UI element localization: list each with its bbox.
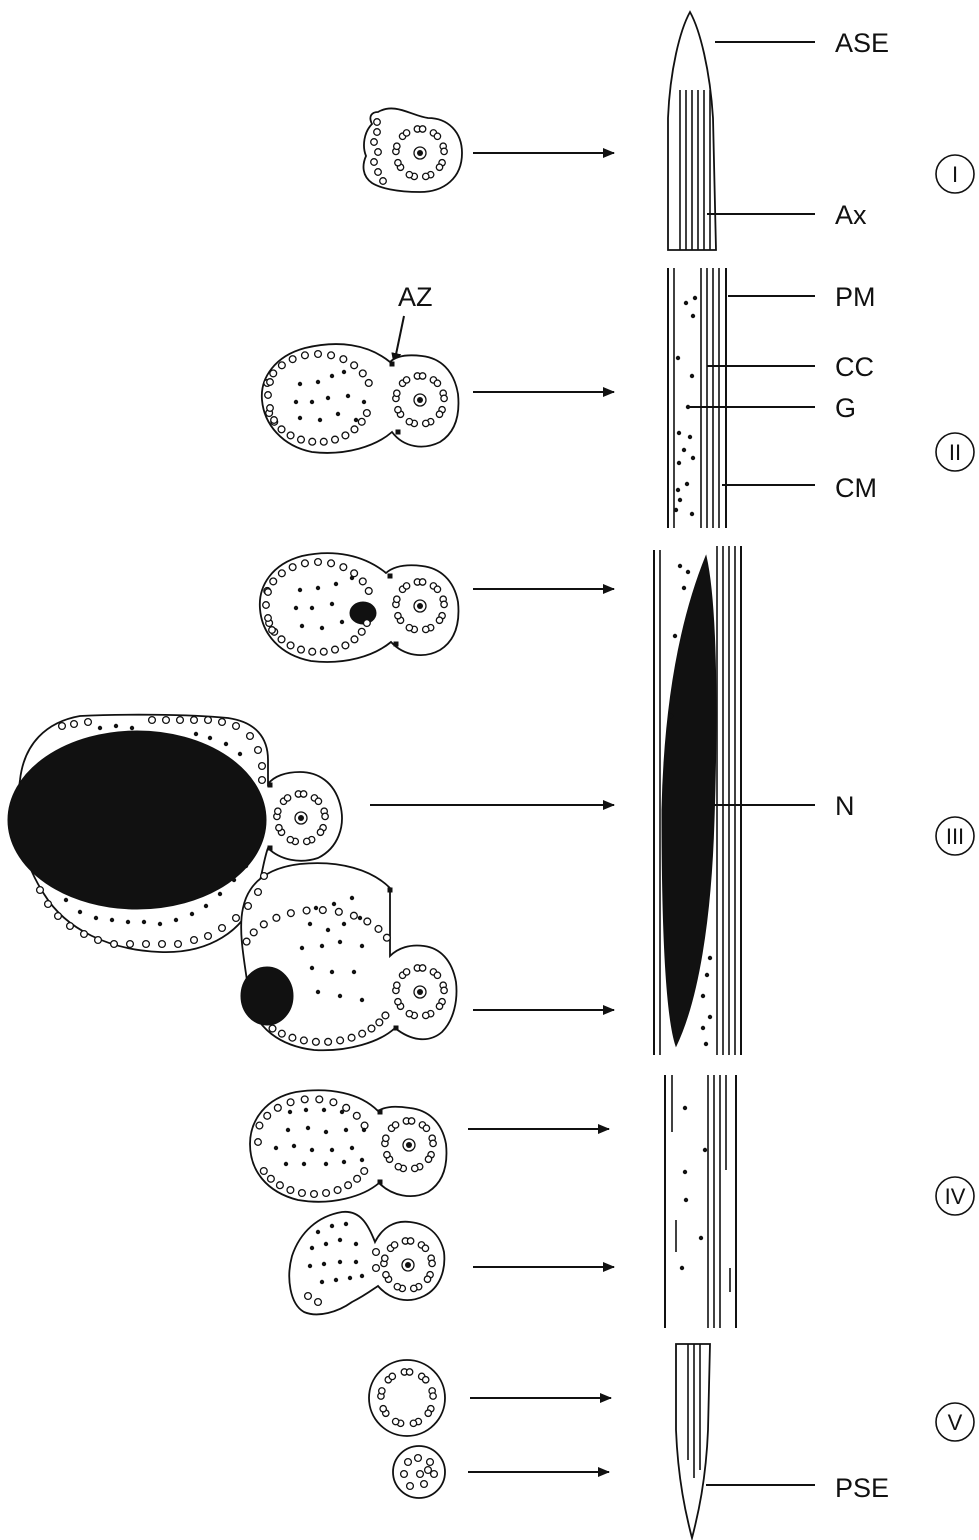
flagellum-segment-endpiece [676,1344,710,1538]
label-ase: ASE [835,28,889,58]
stage-label-4: IV [945,1184,966,1209]
nucleus-small [350,602,376,624]
flagellum-segment-nuclear [654,546,741,1055]
nucleus-peripheral [241,967,293,1025]
stage-label-2: II [949,440,961,465]
label-cc: CC [835,352,874,382]
stage-label-3: III [946,824,964,849]
nucleus-elongated [662,556,716,1046]
label-pm: PM [835,282,876,312]
flagellum-segment-principal [665,1075,736,1328]
stage-markers: I II III IV V [936,155,974,1441]
label-ax: Ax [835,200,867,230]
label-pse: PSE [835,1473,889,1503]
label-g: G [835,393,856,423]
stage-label-5: V [948,1410,963,1435]
label-n: N [835,791,855,821]
label-cm: CM [835,473,877,503]
nucleus-large [8,731,266,909]
flagellum-segment-midpiece [668,268,726,528]
stage-label-1: I [952,162,958,187]
cross-section-7 [289,1212,444,1315]
label-az: AZ [398,282,433,312]
cross-section-5 [241,863,456,1050]
